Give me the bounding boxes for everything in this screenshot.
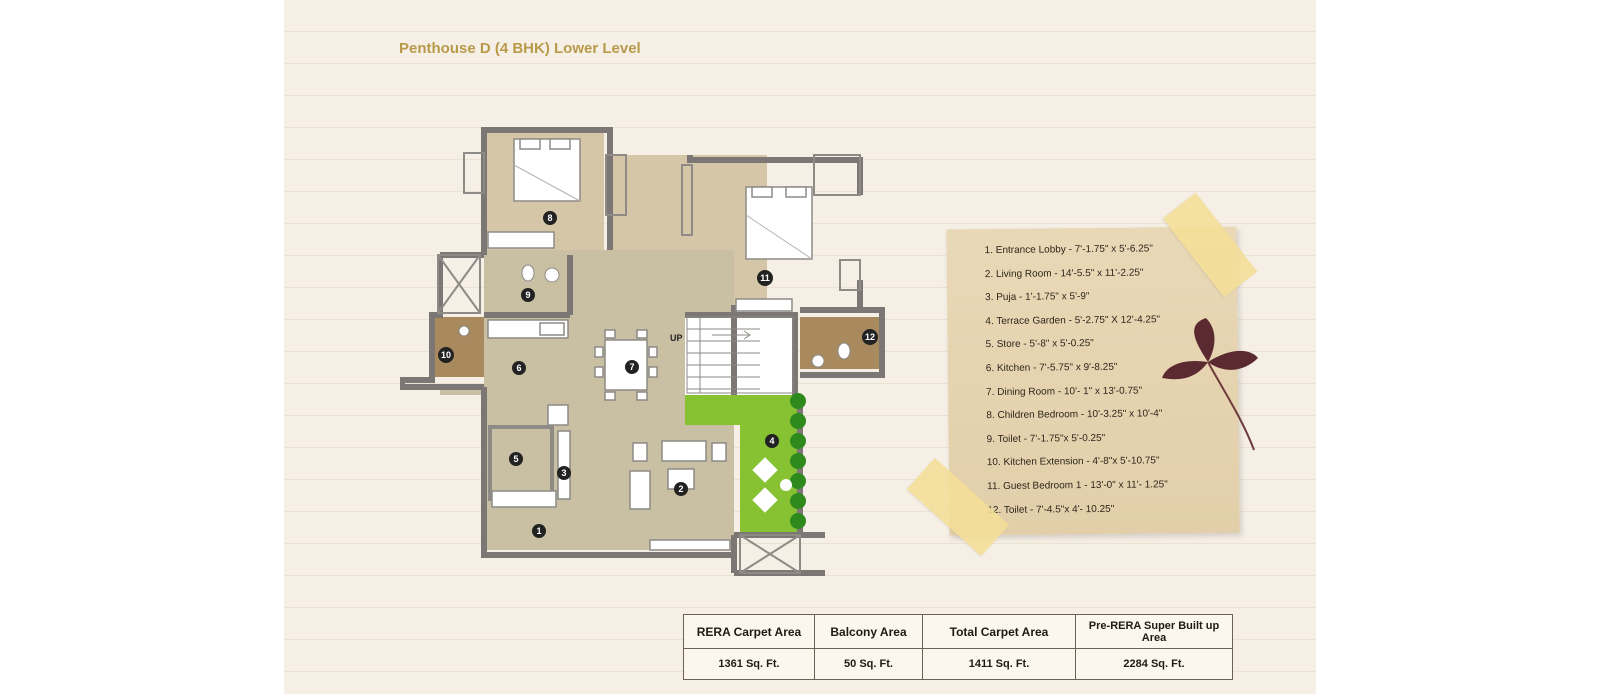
header-rera-carpet-area: RERA Carpet Area: [683, 614, 815, 649]
room-marker-3: 3: [557, 466, 571, 480]
legend-item: 3. Puja - 1'-1.75" x 5'-9": [985, 291, 1090, 304]
legend-item: 5. Store - 5'-8" x 5'-0.25": [985, 338, 1094, 351]
header-pre-rera-super-built-up-area: Pre-RERA Super Built up Area: [1075, 614, 1233, 649]
value-balcony-area: 50 Sq. Ft.: [814, 648, 923, 680]
garden-decor: [752, 393, 806, 529]
room-marker-11: 11: [757, 270, 773, 286]
floor-plan: UP 1 2 3 4 5 6 7 8 9 10 11 12: [400, 127, 885, 576]
room-number-12: 12: [865, 332, 875, 342]
room-number-11: 11: [760, 273, 770, 283]
room-marker-6: 6: [512, 361, 526, 375]
legend-item: 8. Children Bedroom - 10'-3.25" x 10'-4": [986, 408, 1163, 422]
room-marker-10: 10: [438, 347, 454, 363]
leaf-decoration: [1162, 318, 1258, 451]
room-number-6: 6: [516, 363, 521, 373]
legend-item: 4. Terrace Garden - 5'-2.75" X 12'-4.25": [985, 314, 1161, 327]
room-number-7: 7: [629, 362, 634, 372]
beds: [513, 164, 813, 260]
room-number-3: 3: [561, 468, 566, 478]
room-marker-12: 12: [862, 329, 878, 345]
window-frames: [437, 152, 861, 574]
page-title: Penthouse D (4 BHK) Lower Level: [399, 40, 641, 57]
room-marker-8: 8: [543, 211, 557, 225]
area-summary-table: RERA Carpet Area Balcony Area Total Carp…: [683, 614, 1233, 680]
room-number-9: 9: [525, 290, 530, 300]
header-total-carpet-area: Total Carpet Area: [922, 614, 1076, 649]
legend-item: 6. Kitchen - 7'-5.75" x 9'-8.25": [985, 361, 1118, 375]
legend-item: 10. Kitchen Extension - 4'-8"x 5'-10.75": [986, 455, 1160, 469]
room-number-4: 4: [769, 436, 774, 446]
room-marker-1: 1: [532, 524, 546, 538]
stair-up-label: UP: [670, 333, 683, 343]
bathroom-fixtures: [458, 264, 851, 368]
legend-item: 12. Toilet - 7'-4.5"x 4'- 10.25": [987, 503, 1115, 516]
room-markers: 1 2 3 4 5 6 7 8 9 10 11 12: [438, 211, 878, 538]
room-marker-7: 7: [625, 360, 639, 374]
value-rera-carpet-area: 1361 Sq. Ft.: [683, 648, 815, 680]
staircase: [686, 316, 794, 394]
value-total-carpet-area: 1411 Sq. Ft.: [922, 648, 1076, 680]
area-table-value-row: 1361 Sq. Ft. 50 Sq. Ft. 1411 Sq. Ft. 228…: [683, 648, 1233, 680]
room-number-2: 2: [678, 484, 683, 494]
room-marker-2: 2: [674, 482, 688, 496]
room-number-5: 5: [513, 454, 518, 464]
header-balcony-area: Balcony Area: [814, 614, 923, 649]
room-fills: [432, 130, 880, 550]
room-marker-5: 5: [509, 452, 523, 466]
legend-item: 2. Living Room - 14'-5.5" x 11'-2.25": [984, 267, 1144, 280]
room-legend-list: 1. Entrance Lobby - 7'-1.75" x 5'-6.25" …: [985, 237, 1169, 522]
legend-item: 1. Entrance Lobby - 7'-1.75" x 5'-6.25": [984, 243, 1153, 257]
room-marker-9: 9: [521, 288, 535, 302]
room-number-8: 8: [547, 213, 552, 223]
legend-item: 9. Toilet - 7'-1.75"x 5'-0.25": [986, 432, 1106, 445]
room-marker-4: 4: [765, 434, 779, 448]
area-table-header-row: RERA Carpet Area Balcony Area Total Carp…: [683, 614, 1233, 649]
legend-item: 7. Dining Room - 10'- 1" x 13'-0.75": [986, 385, 1143, 398]
legend-item: 11. Guest Bedroom 1 - 13'-0" x 11'- 1.25…: [987, 479, 1168, 493]
room-number-1: 1: [536, 526, 541, 536]
room-number-10: 10: [441, 350, 451, 360]
value-pre-rera-super-built-up-area: 2284 Sq. Ft.: [1075, 648, 1233, 680]
